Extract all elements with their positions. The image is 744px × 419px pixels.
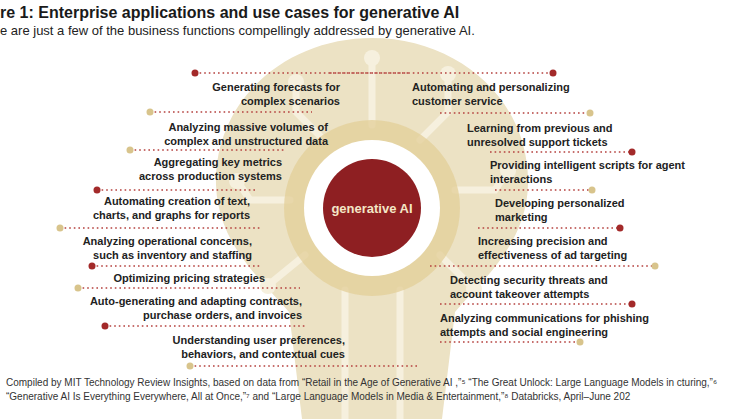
circuit-traces <box>240 62 505 419</box>
leader-dot <box>589 187 596 194</box>
leader-dot <box>617 225 624 232</box>
use-case-label: Developing personalized marketing <box>495 196 650 224</box>
leader-line <box>97 189 255 191</box>
use-case-label: Analyzing operational concerns, such as … <box>57 234 252 262</box>
use-case-label: Learning from previous and unresolved su… <box>467 121 637 149</box>
leader-line <box>150 111 312 113</box>
leader-dot <box>629 149 636 156</box>
leader-line <box>478 227 620 229</box>
leader-line <box>195 72 410 74</box>
leader-dot <box>652 263 659 270</box>
center-circle: generative AI <box>304 140 440 276</box>
use-case-label: Analyzing massive volumes of complex and… <box>148 120 328 148</box>
leader-line <box>495 189 592 191</box>
use-case-label: Understanding user preferences, behavior… <box>145 333 345 361</box>
leader-line <box>440 341 580 343</box>
leader-dot <box>102 323 109 330</box>
leader-line <box>92 265 262 267</box>
leader-dot <box>57 225 64 232</box>
leader-dot <box>147 109 154 116</box>
use-case-label: Automating creation of text, charts, and… <box>75 194 250 222</box>
leader-line <box>130 149 285 151</box>
use-case-label: Optimizing pricing strategies <box>65 271 265 285</box>
leader-dot <box>89 263 96 270</box>
leader-line <box>78 287 300 289</box>
leader-dot <box>75 285 82 292</box>
leader-dot <box>587 110 594 117</box>
leader-dot <box>187 363 194 370</box>
use-case-label: Increasing precision and effectiveness o… <box>478 234 638 262</box>
circuit-terminal <box>364 50 380 66</box>
leader-dot <box>94 187 101 194</box>
figure-title: re 1: Enterprise applications and use ca… <box>0 3 740 23</box>
use-case-label: Aggregating key metrics across productio… <box>132 155 282 183</box>
use-case-label: Providing intelligent scripts for agent … <box>490 158 695 186</box>
leader-dots <box>57 70 659 370</box>
circuit-trace <box>272 255 305 282</box>
leader-line <box>330 72 553 74</box>
leader-dot <box>127 147 134 154</box>
node-label: generative AI <box>304 201 440 216</box>
circuit-trace <box>369 62 376 125</box>
leader-line <box>60 227 262 229</box>
leader-dot <box>192 70 199 77</box>
white-ring <box>304 140 440 276</box>
leader-line <box>190 365 420 367</box>
use-case-label: Auto-generating and adapting contracts, … <box>62 294 302 322</box>
leader-line <box>430 265 655 267</box>
subtitle: e are just a few of the business functio… <box>0 23 740 39</box>
leader-line <box>105 325 305 327</box>
leader-dot <box>577 339 584 346</box>
use-case-label: Automating and personalizing customer se… <box>412 80 597 108</box>
leader-line <box>490 151 632 153</box>
use-case-label: Detecting security threats and account t… <box>450 273 645 301</box>
source-caption: Compiled by MIT Technology Review Insigh… <box>6 376 742 404</box>
leader-line <box>440 112 590 114</box>
use-case-label: Analyzing communications for phishing at… <box>440 311 675 339</box>
use-case-label: Generating forecasts for complex scenari… <box>185 80 340 108</box>
leader-line <box>440 303 632 305</box>
leader-dot <box>629 301 636 308</box>
circuit-terminal <box>440 66 456 82</box>
leader-dot <box>550 70 557 77</box>
